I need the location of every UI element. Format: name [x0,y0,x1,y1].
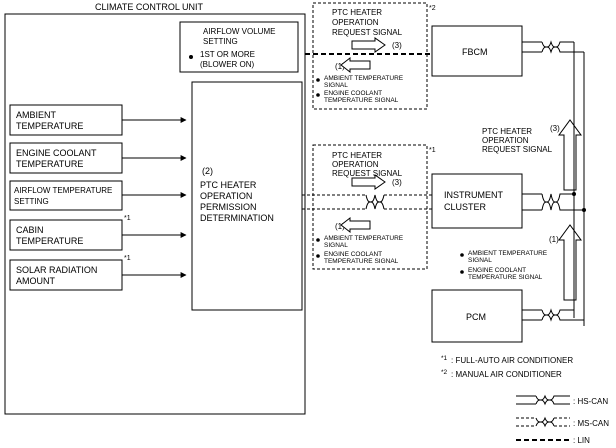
note-marker: *2 [429,5,436,12]
hs-can-twist [522,40,565,322]
svg-text:DETERMINATION: DETERMINATION [200,213,274,223]
pcm-to-cluster-signal: (1) AMBIENT TEMPERATURE SIGNAL ENGINE CO… [460,224,582,301]
legend: : HS-CAN : MS-CAN : LIN [516,394,609,445]
svg-text:ENGINE COOLANT: ENGINE COOLANT [324,90,382,97]
input-solar-radiation-amount: SOLAR RADIATION AMOUNT *1 [9,255,131,291]
svg-text:ENGINE COOLANT: ENGINE COOLANT [16,148,97,158]
svg-text:SIGNAL: SIGNAL [324,242,348,249]
svg-text:(1): (1) [335,222,345,231]
svg-text:FBCM: FBCM [462,47,488,57]
airflow-volume-title-2: SETTING [203,37,238,46]
svg-text:*2: *2 [441,369,448,376]
bullet-icon [460,253,464,257]
svg-text:REQUEST SIGNAL: REQUEST SIGNAL [482,145,553,154]
svg-text:TEMPERATURE: TEMPERATURE [16,159,83,169]
climate-control-unit-frame [4,13,306,415]
ptc-determination-box: (2) PTC HEATER OPERATION PERMISSION DETE… [191,81,303,311]
svg-text:SIGNAL: SIGNAL [324,82,348,89]
footnotes: *1 : FULL-AUTO AIR CONDITIONER *2 : MANU… [441,355,573,379]
svg-text:REQUEST SIGNAL: REQUEST SIGNAL [332,169,403,178]
svg-text:OPERATION: OPERATION [332,160,379,169]
svg-text:PTC HEATER: PTC HEATER [200,180,257,190]
svg-text:: HS-CAN: : HS-CAN [573,397,608,406]
bullet-icon [316,238,320,242]
svg-text:OPERATION: OPERATION [200,191,252,201]
svg-text:(1): (1) [549,235,559,244]
svg-text:(3): (3) [392,41,402,50]
outline-arrow-up-icon [558,224,582,301]
input-engine-coolant-temperature: ENGINE COOLANT TEMPERATURE [9,142,123,174]
svg-text:TEMPERATURE: TEMPERATURE [16,236,83,246]
input-airflow-temperature-setting: AIRFLOW TEMPERATURE SETTING [9,180,123,211]
junction-dots [572,192,586,212]
svg-text:AMBIENT TEMPERATURE: AMBIENT TEMPERATURE [468,250,548,257]
bullet-icon [460,270,464,274]
svg-text:PTC HEATER: PTC HEATER [482,127,532,136]
svg-text:(3): (3) [392,178,402,187]
note-marker: *1 [429,147,436,154]
svg-text:: MANUAL AIR CONDITIONER: : MANUAL AIR CONDITIONER [451,370,562,379]
svg-text:PTC HEATER: PTC HEATER [332,8,382,17]
note-marker: *1 [124,215,131,222]
svg-text:(2): (2) [202,166,213,176]
svg-text:AMBIENT TEMPERATURE: AMBIENT TEMPERATURE [324,235,404,242]
svg-text:SETTING: SETTING [14,197,49,206]
fbcm-module: FBCM [431,25,523,77]
pcm-module: PCM [431,289,523,343]
input-cabin-temperature: CABIN TEMPERATURE *1 [9,215,131,251]
cluster-to-fbcm-signal: (3) PTC HEATER OPERATION REQUEST SIGNAL [482,119,582,191]
svg-text:CLUSTER: CLUSTER [444,202,487,212]
svg-text:PERMISSION: PERMISSION [200,202,257,212]
bullet-icon [316,254,320,258]
airflow-volume-bullet-2: (BLOWER ON) [200,60,255,69]
airflow-volume-box: AIRFLOW VOLUME SETTING 1ST OR MORE (BLOW… [179,21,299,73]
legend-hs-can [516,394,570,406]
svg-text:SOLAR RADIATION: SOLAR RADIATION [16,265,97,275]
svg-text:PTC HEATER: PTC HEATER [332,151,382,160]
svg-text:AMBIENT: AMBIENT [16,110,57,120]
note-marker: *1 [124,255,131,262]
outline-arrow-left-icon [340,56,371,74]
svg-text:TEMPERATURE SIGNAL: TEMPERATURE SIGNAL [468,274,543,281]
bullet-icon [316,78,320,82]
svg-text:ENGINE COOLANT: ENGINE COOLANT [468,267,526,274]
svg-text:*1: *1 [441,355,448,362]
outline-arrow-right-icon [351,174,386,190]
unit-title: CLIMATE CONTROL UNIT [95,2,204,12]
instrument-cluster-module: INSTRUMENT CLUSTER [431,173,523,229]
svg-text:TEMPERATURE: TEMPERATURE [16,121,83,131]
legend-ms-can [516,416,570,428]
outline-arrow-right-icon [351,37,386,53]
input-arrows [122,117,187,278]
svg-text:: MS-CAN: : MS-CAN [573,419,609,428]
svg-text:: LIN: : LIN [573,436,590,445]
cluster-signal-group: *1 PTC HEATER OPERATION REQUEST SIGNAL (… [312,144,436,270]
svg-text:TEMPERATURE SIGNAL: TEMPERATURE SIGNAL [324,258,399,265]
airflow-volume-title-1: AIRFLOW VOLUME [203,27,275,36]
svg-text:(1): (1) [335,62,345,71]
input-ambient-temperature: AMBIENT TEMPERATURE [9,104,123,136]
outline-arrow-left-icon [340,216,371,234]
outline-arrow-up-icon [558,119,582,191]
svg-text:(3): (3) [550,124,560,133]
svg-text:OPERATION: OPERATION [332,18,379,27]
airflow-volume-bullet-1: 1ST OR MORE [200,50,255,59]
svg-text:SIGNAL: SIGNAL [468,257,492,264]
svg-text:TEMPERATURE SIGNAL: TEMPERATURE SIGNAL [324,97,399,104]
bullet-icon [189,55,193,59]
svg-text:: FULL-AUTO AIR CONDITIONER: : FULL-AUTO AIR CONDITIONER [451,356,573,365]
svg-text:AMOUNT: AMOUNT [16,276,55,286]
svg-text:AMBIENT TEMPERATURE: AMBIENT TEMPERATURE [324,75,404,82]
fbcm-signal-group: *2 PTC HEATER OPERATION REQUEST SIGNAL (… [312,2,436,110]
svg-text:CABIN: CABIN [16,225,44,235]
svg-text:ENGINE COOLANT: ENGINE COOLANT [324,251,382,258]
bullet-icon [316,93,320,97]
svg-text:OPERATION: OPERATION [482,136,529,145]
svg-text:INSTRUMENT: INSTRUMENT [444,190,503,200]
svg-text:PCM: PCM [466,312,486,322]
ms-can-line [302,194,432,210]
svg-text:AIRFLOW TEMPERATURE: AIRFLOW TEMPERATURE [14,186,112,195]
svg-text:REQUEST SIGNAL: REQUEST SIGNAL [332,28,403,37]
